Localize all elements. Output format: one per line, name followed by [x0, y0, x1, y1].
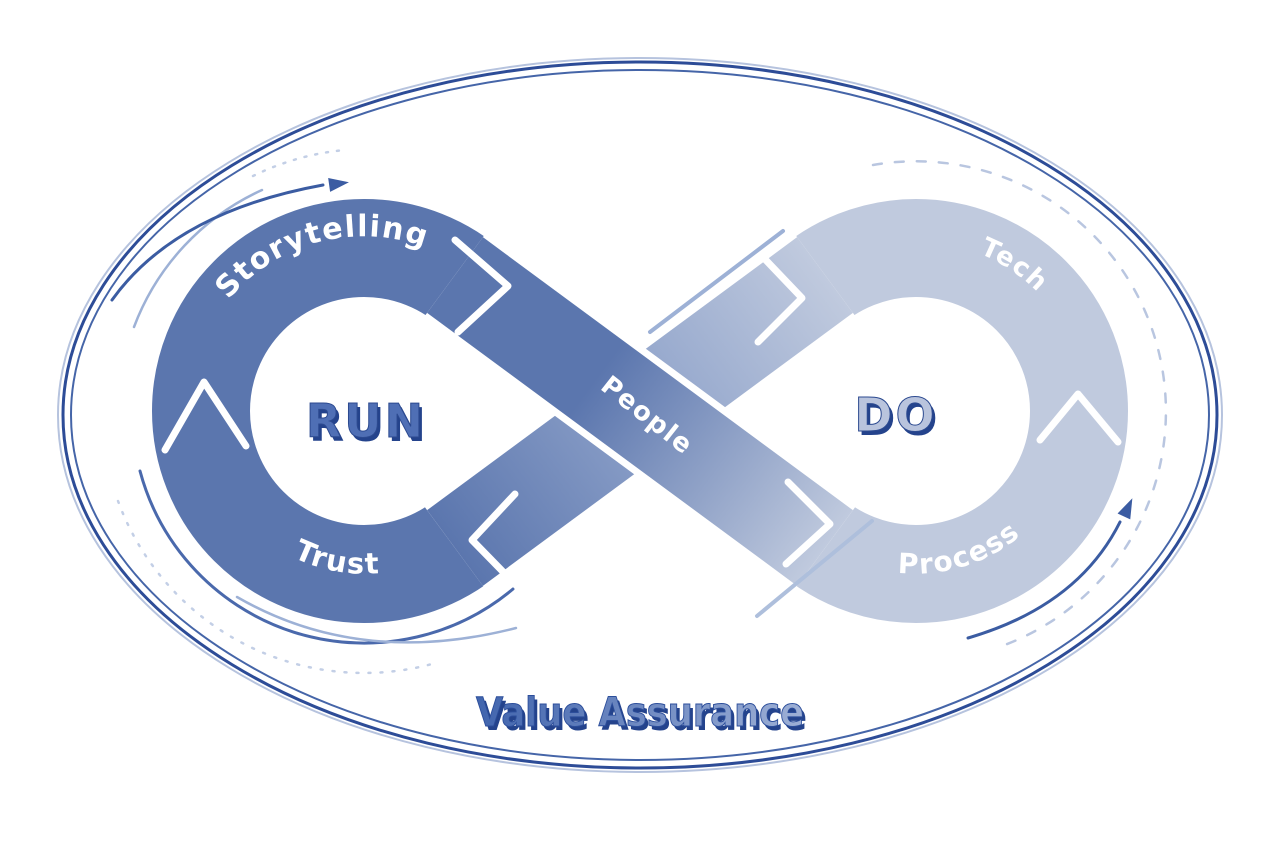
light-arc-top-left: [132, 188, 264, 329]
solid-arc-bottom-left: [138, 469, 515, 645]
light-arc-bottom-left: [235, 595, 518, 644]
outer-ellipse-halo: [57, 57, 1223, 773]
run-label: RUN: [306, 394, 426, 448]
outer-ellipse: [57, 57, 1223, 773]
flow-arrow-arc-bottom-right: [966, 520, 1122, 640]
chevron-right-southwest-icon: [782, 478, 834, 568]
left-loop-inner-wedge: [448, 332, 558, 492]
chevron-right-east-icon: [1036, 390, 1122, 446]
dotted-arc-top-left: [251, 148, 347, 178]
chevron-right-northwest-icon: [754, 250, 806, 346]
decorative-arcs: [110, 148, 1168, 675]
accent-line-upper: [648, 229, 785, 334]
flow-arrowhead-bottom-right-icon: [1117, 498, 1133, 520]
chevron-left-southeast-icon: [468, 490, 521, 590]
dashed-arc-right: [871, 160, 1168, 648]
outer-ellipse-line: [61, 60, 1219, 770]
flow-arrowhead-top-left-icon: [328, 178, 349, 192]
chevron-left-west-icon: [161, 378, 250, 454]
chevron-left-northeast-icon: [451, 236, 512, 336]
right-loop-inner-wedge: [722, 332, 832, 492]
dotted-arc-bottom-left: [116, 499, 434, 675]
outer-ellipse-inner-line: [70, 69, 1210, 761]
run-label-shadow: RUN: [309, 398, 429, 452]
accent-line-lower: [755, 519, 874, 618]
diagram-title: Value Assurance: [476, 690, 804, 736]
flow-arrow-arc-top-left: [110, 183, 325, 302]
infinity-loops: [152, 199, 1128, 623]
diagram-title-shadow: Value Assurance: [479, 694, 807, 740]
people-band: [427, 237, 853, 586]
do-label-shadow: DO: [857, 392, 940, 446]
do-label: DO: [854, 388, 937, 442]
